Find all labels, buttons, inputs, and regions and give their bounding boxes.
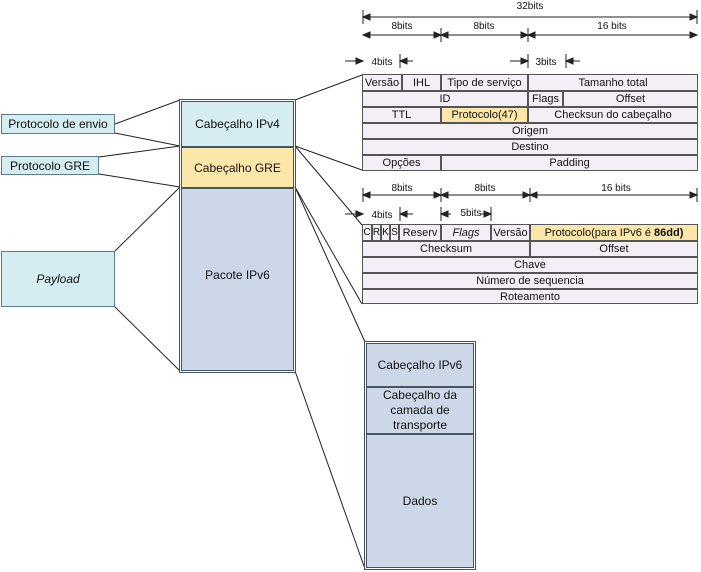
gre-protocolo-value: 86dd) <box>654 226 684 239</box>
gre-chave: Chave <box>362 257 698 273</box>
ipv4-ttl: TTL <box>362 107 441 123</box>
gre-header-table: C R K S Reserv Flags Versão Protocolo(pa… <box>362 224 698 304</box>
gre-dim-5bits: 5bits <box>460 207 482 219</box>
ipv4-padding: Padding <box>441 155 698 171</box>
packet-stack: Cabeçalho IPv4 Cabeçalho GRE Pacote IPv6 <box>179 99 296 373</box>
gre-s-bit: S <box>390 224 399 241</box>
gre-flags: Flags <box>441 224 491 241</box>
ipv4-id: ID <box>362 91 528 107</box>
ipv6-detail: Cabeçalho IPv6 Cabeçalho da camada de tr… <box>364 341 476 570</box>
gre-c-bit: C <box>362 224 372 241</box>
gre-header-block: Cabeçalho GRE <box>181 147 294 188</box>
ipv6-packet-block: Pacote IPv6 <box>181 188 294 371</box>
ipv4-dim-3bits: 3bits <box>535 56 557 68</box>
ipv4-tipo-servico: Tipo de serviço <box>441 74 528 91</box>
ipv6-packet-label: Pacote IPv6 <box>205 268 270 282</box>
protocolo-envio-label: Protocolo de envio <box>1 114 115 134</box>
ipv4-dim-8bits-1: 8bits <box>391 20 413 32</box>
gre-dim-8bits-1: 8bits <box>391 182 413 194</box>
ipv4-flags: Flags <box>528 91 563 107</box>
ipv4-dim-32bits: 32bits <box>516 0 544 12</box>
ipv4-dim-16bits: 16 bits <box>597 20 627 32</box>
gre-protocolo: Protocolo(para IPv6 é 86dd) <box>530 224 698 241</box>
protocolo-gre-label: Protocolo GRE <box>1 156 99 175</box>
gre-checksum: Checksum <box>362 241 530 257</box>
ipv4-opcoes: Opções <box>362 155 441 171</box>
ipv4-ihl: IHL <box>402 74 441 91</box>
payload-label: Payload <box>1 251 115 307</box>
gre-dim-4bits: 4bits <box>371 209 393 221</box>
ipv4-protocolo: Protocolo(47) <box>441 107 528 123</box>
ipv4-checksum: Checksun do cabeçalho <box>528 107 698 123</box>
gre-dim-8bits-2: 8bits <box>474 182 496 194</box>
gre-protocolo-text: Protocolo(para IPv6 é <box>544 226 655 239</box>
gre-r-bit: R <box>372 224 381 241</box>
data-cell: Dados <box>366 434 474 568</box>
ipv4-dim-8bits-2: 8bits <box>473 20 495 32</box>
gre-roteamento: Roteamento <box>362 289 698 304</box>
gre-k-bit: K <box>381 224 390 241</box>
ipv4-versao: Versão <box>362 74 402 91</box>
ipv4-tamanho-total: Tamanho total <box>528 74 698 91</box>
gre-versao: Versão <box>491 224 530 241</box>
ipv6-header-cell: Cabeçalho IPv6 <box>366 343 474 387</box>
ipv4-origem: Origem <box>362 123 698 139</box>
gre-dim-16bits: 16 bits <box>601 182 631 194</box>
gre-offset: Offset <box>530 241 698 257</box>
gre-sequencia: Número de sequencia <box>362 273 698 289</box>
gre-reserv: Reserv <box>399 224 441 241</box>
ipv4-offset: Offset <box>563 91 698 107</box>
ipv4-header-table: Versão IHL Tipo de serviço Tamanho total… <box>362 74 698 171</box>
ipv4-destino: Destino <box>362 139 698 155</box>
ipv4-header-block: Cabeçalho IPv4 <box>181 101 294 147</box>
ipv4-dim-4bits: 4bits <box>371 56 393 68</box>
transport-header-cell: Cabeçalho da camada de transporte <box>366 387 474 434</box>
